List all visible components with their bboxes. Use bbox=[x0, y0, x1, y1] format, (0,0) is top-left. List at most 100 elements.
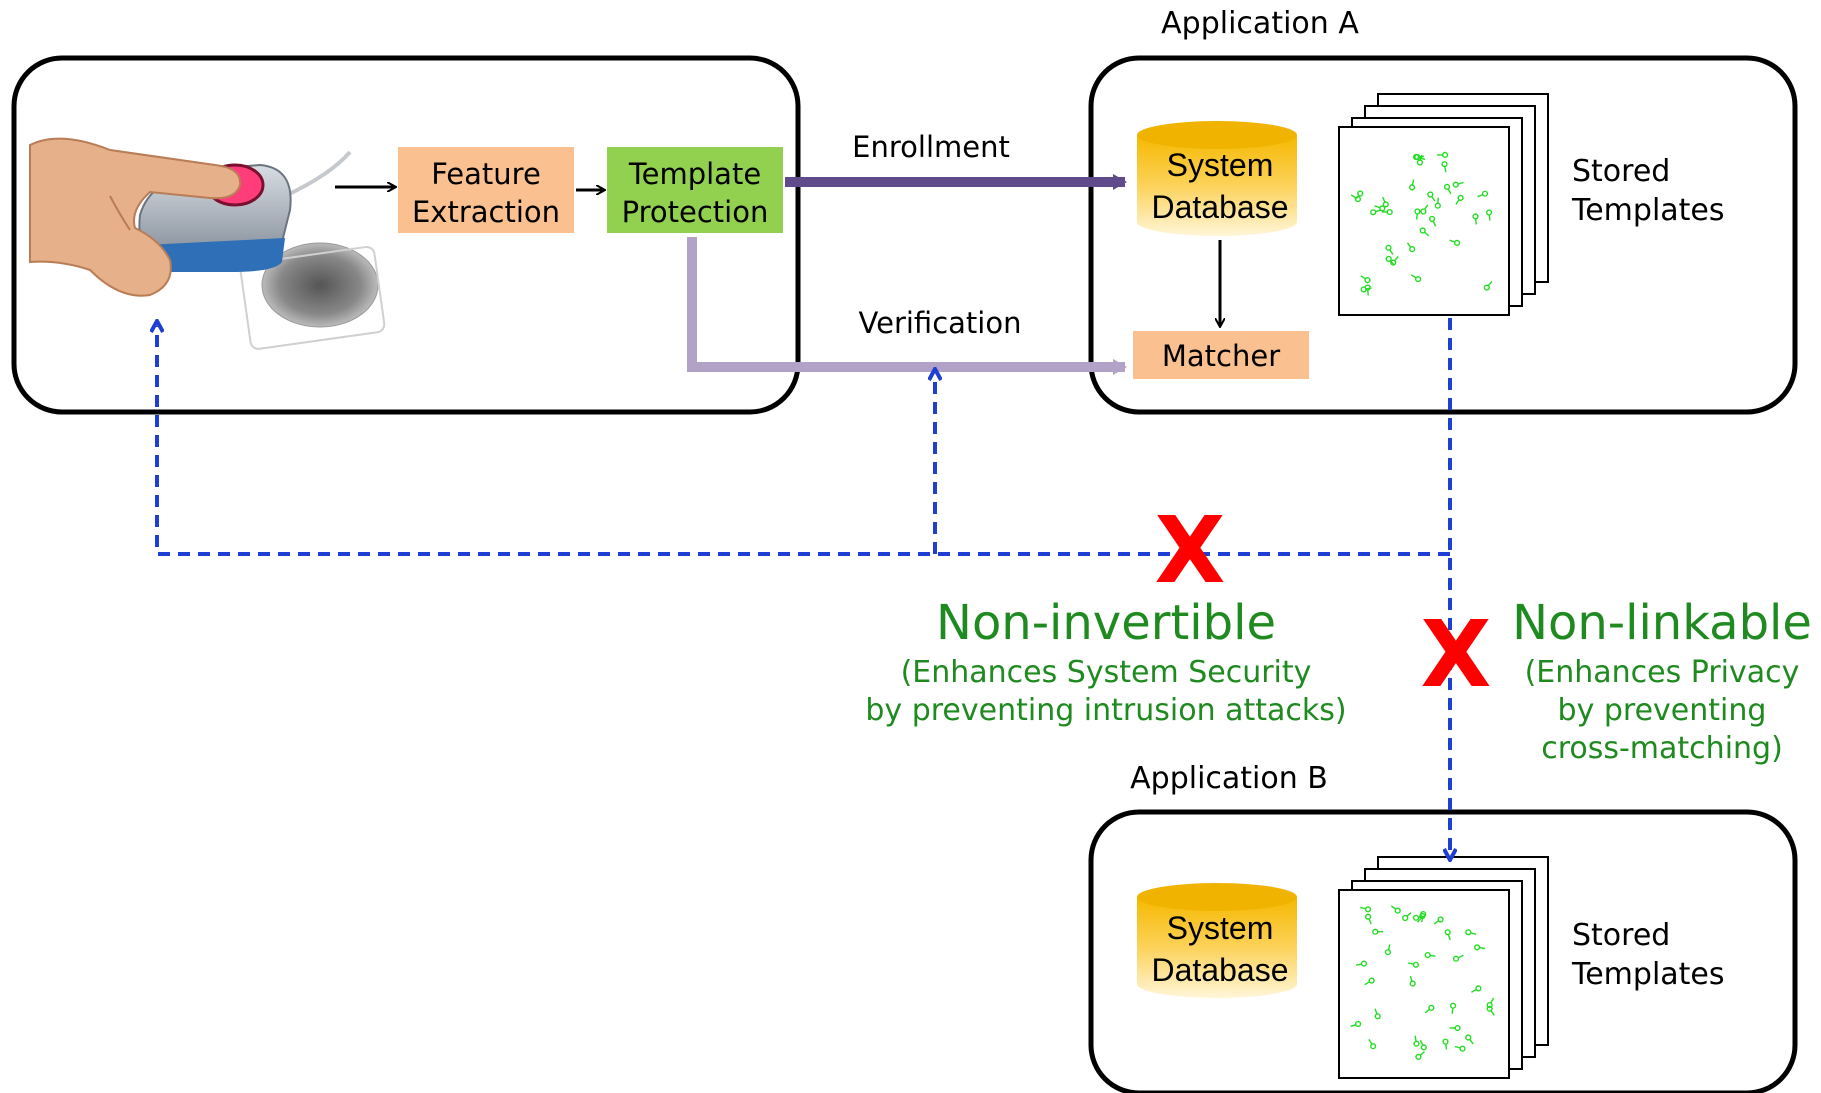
feature-extraction-label-1: Feature bbox=[431, 157, 541, 191]
minutia-direction bbox=[1424, 204, 1429, 210]
minutia-point bbox=[1368, 977, 1375, 984]
minutia-point bbox=[1441, 161, 1448, 168]
finger-hand bbox=[29, 137, 242, 297]
minutia-point bbox=[1364, 913, 1372, 920]
finger-crease bbox=[109, 195, 131, 231]
minutia-direction bbox=[1360, 906, 1366, 910]
minutia-point bbox=[1428, 1004, 1435, 1011]
minutia-point bbox=[1379, 205, 1386, 212]
minutia-point bbox=[1428, 215, 1436, 223]
minutia-point bbox=[1424, 951, 1431, 959]
minutia-direction bbox=[1424, 231, 1430, 237]
minutia-point bbox=[1427, 191, 1434, 198]
non-invertible-desc-2: by preventing intrusion attacks) bbox=[865, 693, 1346, 728]
minutia-direction bbox=[1445, 1043, 1448, 1050]
non-invertible-desc-1: (Enhances System Security bbox=[901, 655, 1312, 690]
minutia-point bbox=[1481, 190, 1489, 197]
minutia-point bbox=[1390, 259, 1397, 266]
minutia-point bbox=[1457, 194, 1464, 202]
minutia-point bbox=[1394, 907, 1401, 914]
feature-extraction-label-2: Extraction bbox=[412, 195, 560, 229]
verification-label: Verification bbox=[859, 306, 1022, 340]
minutia-direction bbox=[1444, 166, 1447, 173]
minutia-point bbox=[1452, 955, 1460, 962]
system-database-b: System Database bbox=[1137, 883, 1297, 998]
fingerprint-scanner-illustration bbox=[29, 137, 386, 350]
minutia-direction bbox=[1350, 1024, 1357, 1028]
minutiae-points-b bbox=[1350, 905, 1495, 1061]
minutia-direction bbox=[1407, 962, 1414, 965]
scanner-base bbox=[144, 238, 285, 272]
minutia-direction bbox=[1368, 918, 1372, 925]
minutia-direction bbox=[1424, 1008, 1430, 1014]
minutia-point bbox=[1465, 929, 1472, 936]
template-protection-box bbox=[607, 147, 783, 233]
application-a-title: Application A bbox=[1161, 6, 1359, 41]
minutia-direction bbox=[1469, 1038, 1474, 1045]
minutia-point bbox=[1486, 1001, 1493, 1009]
minutia-point bbox=[1459, 1045, 1466, 1052]
minutia-point bbox=[1357, 190, 1364, 197]
minutia-direction bbox=[1389, 249, 1394, 255]
verification-arrow bbox=[687, 237, 1127, 375]
minutia-direction bbox=[1419, 1039, 1424, 1046]
minutia-point bbox=[1360, 960, 1368, 967]
minutia-direction bbox=[1394, 255, 1399, 262]
minutia-point bbox=[1452, 181, 1459, 188]
minutia-point bbox=[1369, 1043, 1377, 1050]
database-b-label-1: System bbox=[1167, 910, 1274, 946]
minutia-direction bbox=[1350, 194, 1357, 199]
minutia-point bbox=[1364, 277, 1371, 284]
enrollment-label: Enrollment bbox=[852, 130, 1010, 164]
minutia-direction bbox=[1487, 280, 1493, 287]
minutia-point bbox=[1374, 1013, 1381, 1020]
minutia-point bbox=[1414, 276, 1422, 283]
minutia-point bbox=[1437, 916, 1444, 923]
minutia-point bbox=[1354, 196, 1362, 203]
minutia-point bbox=[1382, 201, 1389, 208]
minutia-direction bbox=[1479, 946, 1486, 950]
minutia-direction bbox=[1418, 915, 1425, 919]
minutia-direction bbox=[1382, 196, 1386, 203]
application-b-title: Application B bbox=[1130, 761, 1328, 796]
minutia-point bbox=[1409, 246, 1416, 253]
fingerprint-card bbox=[239, 245, 386, 350]
minutia-point bbox=[1415, 1053, 1422, 1061]
database-a-label-1: System bbox=[1167, 147, 1274, 183]
feature-extraction-box bbox=[398, 147, 574, 233]
minutia-direction bbox=[1374, 205, 1381, 209]
minutia-direction bbox=[1421, 916, 1424, 923]
minutiae-points-a bbox=[1350, 151, 1493, 296]
minutia-point bbox=[1412, 153, 1420, 161]
minutia-point bbox=[1386, 209, 1393, 216]
stored-templates-a-label-1: Stored bbox=[1572, 154, 1670, 189]
minutia-point bbox=[1384, 949, 1392, 956]
minutia-direction bbox=[1471, 988, 1477, 993]
capture-panel bbox=[11, 55, 801, 415]
minutia-direction bbox=[1374, 1008, 1378, 1015]
minutia-direction bbox=[1470, 932, 1477, 935]
minutia-point bbox=[1483, 284, 1490, 291]
minutia-point bbox=[1465, 1034, 1472, 1041]
minutia-point bbox=[1412, 961, 1420, 968]
minutia-direction bbox=[1431, 196, 1436, 202]
minutia-direction bbox=[1433, 920, 1439, 925]
stored-templates-stack-a bbox=[1338, 93, 1549, 316]
database-b-label-2: Database bbox=[1152, 952, 1289, 988]
minutia-point bbox=[1454, 1024, 1461, 1032]
minutia-direction bbox=[1490, 997, 1495, 1004]
minutia-point bbox=[1385, 255, 1392, 263]
minutia-direction bbox=[1447, 934, 1451, 941]
stored-templates-stack-b bbox=[1338, 856, 1549, 1079]
stored-templates-b-label-1: Stored bbox=[1572, 918, 1670, 953]
minutia-point bbox=[1402, 914, 1409, 922]
minutia-direction bbox=[1488, 214, 1491, 221]
minutia-direction bbox=[1368, 1039, 1373, 1045]
inversion-attack-path bbox=[157, 326, 1450, 556]
stored-templates-a-label-2: Templates bbox=[1571, 193, 1725, 228]
template-protection-label-2: Protection bbox=[622, 195, 769, 229]
minutia-direction bbox=[1432, 220, 1437, 227]
minutia-point bbox=[1364, 284, 1371, 291]
non-invertible-blocked-x: X bbox=[1155, 497, 1226, 604]
scanner-cable bbox=[284, 150, 352, 198]
